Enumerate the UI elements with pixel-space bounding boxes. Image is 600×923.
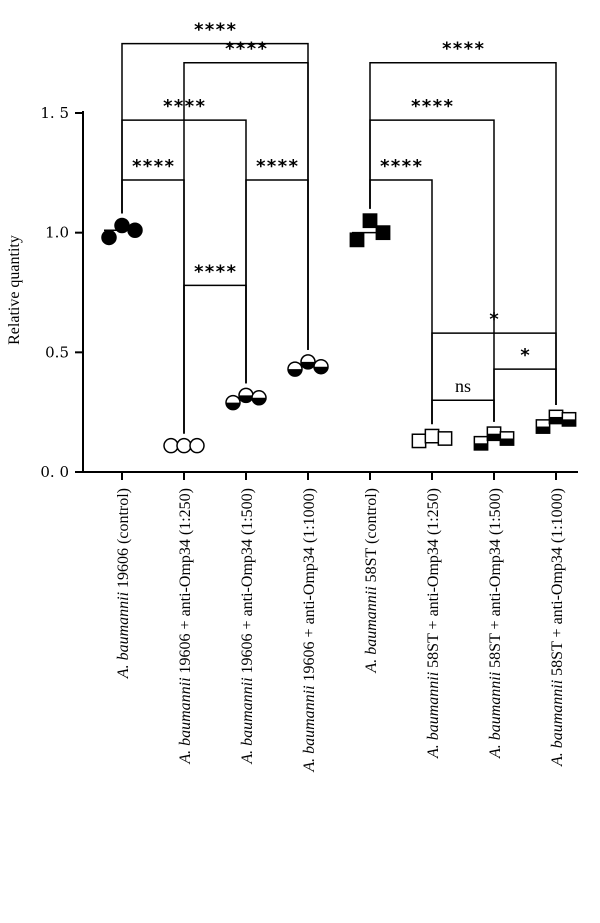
data-point xyxy=(375,225,391,241)
significance-bracket: ns xyxy=(431,376,495,425)
significance-bracket: **** xyxy=(245,156,309,384)
data-point-half-fill xyxy=(288,369,302,377)
bracket-line xyxy=(493,368,557,422)
significance-label: * xyxy=(489,309,500,330)
data-point-half-fill xyxy=(562,419,576,426)
category-label: A. baumannii 58ST + anti-Omp34 (1:500) xyxy=(487,488,504,759)
category-label-italic: A. baumannii xyxy=(177,677,194,764)
y-axis-title: Relative quantity xyxy=(6,235,23,345)
category-label-rest: 19606 (control) xyxy=(115,488,132,592)
data-points xyxy=(101,213,577,454)
data-point-half-fill xyxy=(226,402,240,410)
point-group xyxy=(473,426,515,451)
point-group xyxy=(225,387,267,411)
significance-label: **** xyxy=(379,156,422,177)
significance-label: **** xyxy=(410,96,453,117)
category-label-rest: 19606 + anti-Omp34 (1:250) xyxy=(177,488,194,677)
category-label: A. baumannii 19606 + anti-Omp34 (1:1000) xyxy=(301,488,318,773)
category-label-rest: 58ST + anti-Omp34 (1:1000) xyxy=(549,488,566,680)
significance-label: **** xyxy=(193,20,236,41)
significance-label: **** xyxy=(224,39,267,60)
category-label-rest: 58ST + anti-Omp34 (1:250) xyxy=(425,488,442,672)
axes: 0. 0 0.5 1.0 1. 5 xyxy=(40,104,578,481)
category-label-italic: A. baumannii xyxy=(363,586,380,673)
data-point-half-fill xyxy=(500,438,514,446)
significance-brackets: ************************************ns** xyxy=(121,20,557,434)
category-label-italic: A. baumannii xyxy=(115,592,132,679)
category-label: A. baumannii 58ST + anti-Omp34 (1:1000) xyxy=(549,488,566,767)
category-label: A. baumannii 19606 + anti-Omp34 (1:250) xyxy=(177,488,194,765)
bracket-line xyxy=(121,179,185,434)
data-point-half-fill xyxy=(474,443,488,450)
category-label-italic: A. baumannii xyxy=(549,680,566,767)
data-point-half-fill xyxy=(487,433,501,441)
point-group xyxy=(101,217,143,246)
bracket-line xyxy=(369,179,433,425)
significance-label: **** xyxy=(255,156,298,177)
data-point xyxy=(411,433,427,449)
category-label: A. baumannii 19606 (control) xyxy=(115,488,132,679)
significance-label: **** xyxy=(441,39,484,60)
category-label-italic: A. baumannii xyxy=(301,685,318,772)
significance-bracket: **** xyxy=(369,156,433,425)
category-label-italic: A. baumannii xyxy=(239,677,256,764)
category-label-rest: 58ST (control) xyxy=(363,488,380,586)
category-label-rest: 19606 + anti-Omp34 (1:500) xyxy=(239,488,256,677)
significance-bracket: **** xyxy=(121,156,185,434)
bracket-line xyxy=(369,61,557,405)
significance-label: **** xyxy=(193,261,236,282)
data-point-half-fill xyxy=(549,416,563,424)
point-group xyxy=(287,354,329,377)
y-tick-label: 1.0 xyxy=(45,224,69,242)
data-point xyxy=(101,229,117,246)
bracket-line xyxy=(431,399,495,425)
bracket-line xyxy=(183,284,247,434)
data-point-half-fill xyxy=(301,361,315,369)
significance-label: **** xyxy=(131,156,174,177)
data-point xyxy=(189,437,205,454)
data-point xyxy=(114,217,130,234)
category-label-rest: 19606 + anti-Omp34 (1:1000) xyxy=(301,488,318,685)
point-group xyxy=(535,409,577,434)
data-point-half-fill xyxy=(314,366,328,374)
point-group xyxy=(163,437,205,454)
data-point xyxy=(362,213,378,229)
data-point xyxy=(424,428,440,444)
category-label: A. baumannii 58ST + anti-Omp34 (1:250) xyxy=(425,488,442,759)
data-point-half-fill xyxy=(239,395,254,403)
data-point xyxy=(349,232,365,248)
data-point xyxy=(127,222,143,239)
significance-bracket: **** xyxy=(369,39,557,405)
category-labels: A. baumannii 19606 (control)A. baumannii… xyxy=(115,488,566,773)
point-group xyxy=(349,213,391,248)
category-label-rest: 58ST + anti-Omp34 (1:500) xyxy=(487,488,504,672)
significance-bracket: **** xyxy=(121,20,309,350)
significance-bracket: * xyxy=(493,345,557,422)
point-group xyxy=(411,428,453,449)
category-label-italic: A. baumannii xyxy=(425,672,442,759)
data-point xyxy=(163,437,179,454)
category-label: A. baumannii 58ST (control) xyxy=(363,488,380,674)
data-point-half-fill xyxy=(536,426,550,434)
category-label: A. baumannii 19606 + anti-Omp34 (1:500) xyxy=(239,488,256,765)
data-point xyxy=(437,431,453,446)
bracket-line xyxy=(245,179,309,384)
significance-label: ns xyxy=(455,376,471,396)
data-point xyxy=(176,437,192,454)
data-point-half-fill xyxy=(252,397,266,405)
y-tick-label: 0.5 xyxy=(45,343,69,361)
y-tick-label: 0. 0 xyxy=(40,463,69,481)
category-label-italic: A. baumannii xyxy=(487,672,504,759)
significance-label: * xyxy=(520,345,531,366)
bracket-line xyxy=(121,42,309,350)
y-tick-label: 1. 5 xyxy=(40,104,69,122)
